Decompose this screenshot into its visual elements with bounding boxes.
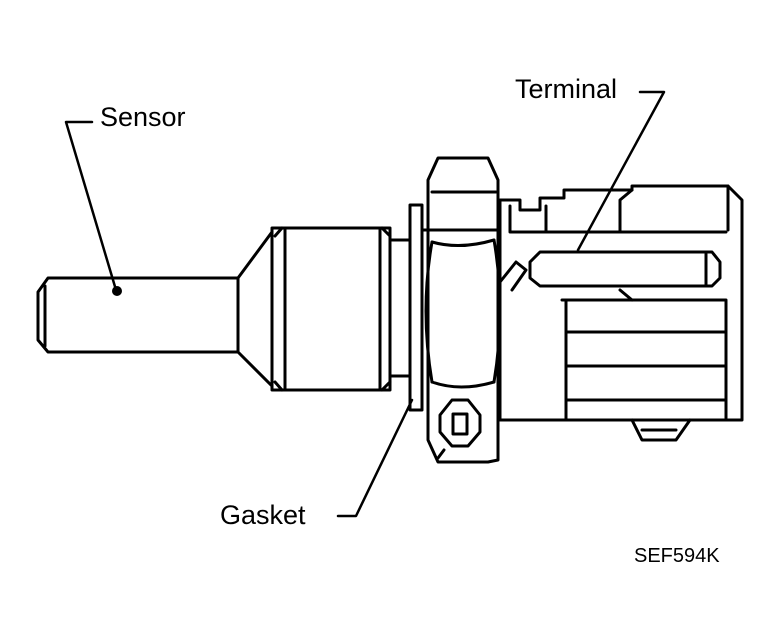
- terminal-leader: [576, 90, 666, 252]
- connector-housing: [498, 184, 744, 442]
- terminal-label: Terminal: [515, 74, 618, 104]
- gasket-label: Gasket: [220, 500, 306, 530]
- hex-nut: [420, 156, 502, 464]
- sensor-label: Sensor: [100, 102, 186, 132]
- figure-code: SEF594K: [634, 545, 720, 567]
- sensor-point-marker: [112, 286, 122, 296]
- threaded-body: [270, 226, 412, 392]
- sensor-leader: [64, 120, 118, 292]
- gasket-leader: [336, 398, 414, 518]
- leader-lines: [64, 90, 666, 518]
- gasket: [408, 203, 424, 412]
- sensor-probe: [36, 230, 274, 388]
- terminal-pin: [528, 250, 722, 288]
